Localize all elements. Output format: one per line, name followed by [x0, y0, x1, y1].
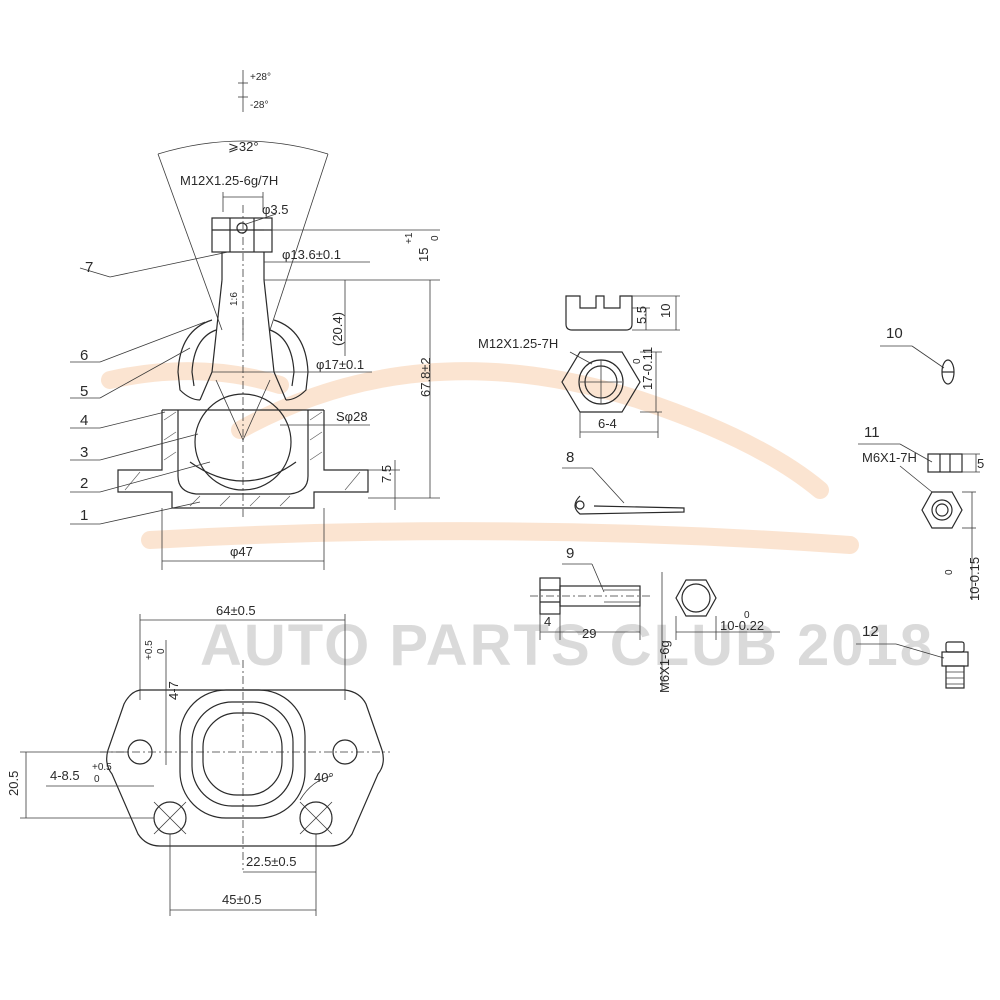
m6-nut-thread: M6X1-7H	[862, 450, 917, 465]
angle-plus-label: +28°	[250, 72, 271, 83]
callout-11: 11	[864, 424, 880, 441]
holes-4-7-tol-up: +0.5	[144, 640, 155, 660]
dim-15-tol-dn: 0	[430, 235, 441, 241]
bolt-hex-tol: 0	[744, 610, 750, 621]
m6-nut-detail: 11 5 M6X1-7H 10-0.15 0	[858, 424, 984, 601]
hole-label: φ3.5	[262, 202, 289, 217]
angle-minus-label: -28°	[250, 100, 268, 111]
nut-height-10: 10	[658, 304, 673, 318]
callout-4: 4	[80, 412, 88, 429]
watermark: AUTO PARTS CLUB 2018	[101, 362, 934, 678]
cotter-pin-detail: 8	[562, 449, 685, 515]
bolt-detail: 9 4 29 M6X1-6g 10-0.22 0	[530, 545, 780, 693]
flange-width-64: 64±0.5	[216, 603, 256, 618]
holes-4-8-5-label: 4-8.5	[50, 768, 80, 783]
dim-15-label: 15	[416, 248, 431, 262]
cone-angle-label: ⩾32°	[228, 139, 259, 154]
dim-15-tol-up: +1	[404, 232, 415, 244]
bolt-thread-label: M6X1-6g	[657, 640, 672, 693]
diameter-13-6-label: φ13.6±0.1	[282, 247, 341, 262]
flange-top-view: 64±0.5 4-7 +0.5 0 20.5 4-8.5 +0.5 0	[6, 603, 390, 916]
dim-7-5-label: 7.5	[379, 465, 394, 483]
diameter-17-label: φ17±0.1	[316, 357, 364, 372]
callout-2: 2	[80, 475, 88, 492]
nut-width-17-tol: 0	[632, 358, 643, 364]
nut-width-6-4: 6-4	[598, 416, 617, 431]
stud-thread-label: M12X1.25-6g/7H	[180, 173, 278, 188]
bolt-hex-label: 10-0.22	[720, 618, 764, 633]
dim-45-label: 45±0.5	[222, 892, 262, 907]
nut-height-5-5: 5.5	[634, 306, 649, 324]
callout-1: 1	[80, 507, 88, 524]
diameter-47-label: φ47	[230, 544, 253, 559]
watermark-text: AUTO PARTS CLUB 2018	[200, 613, 934, 678]
holes-4-8-5-tol-dn: 0	[94, 774, 100, 785]
nut-width-17: 17-0.11	[640, 347, 655, 390]
callout-9: 9	[566, 545, 574, 562]
callout-6: 6	[80, 347, 88, 364]
m6-nut-width-tol: 0	[944, 569, 955, 575]
angle-40-label: 40°	[314, 770, 334, 785]
grease-fitting-detail: 12	[856, 623, 969, 689]
callout-12: 12	[862, 623, 879, 640]
sphere-28-label: Sφ28	[336, 409, 368, 424]
callout-8: 8	[566, 449, 574, 466]
dim-22-5-label: 22.5±0.5	[246, 854, 297, 869]
bolt-length-29: 29	[582, 626, 596, 641]
bolt-head-4: 4	[544, 614, 551, 629]
m6-nut-height: 5	[977, 456, 984, 471]
taper-label: 1:6	[229, 292, 240, 306]
callout-10: 10	[886, 325, 903, 342]
section-view: +28° -28° ⩾32° M12X1.25-6g/7H φ3.5 1:6 φ…	[70, 70, 441, 570]
callout-3: 3	[80, 444, 88, 461]
holes-4-7-label: 4-7	[166, 681, 181, 700]
m6-nut-width: 10-0.15	[967, 557, 982, 601]
holes-4-7-tol-dn: 0	[156, 648, 167, 654]
dim-20-4-label: (20.4)	[330, 312, 345, 346]
flange-height-20-5: 20.5	[6, 771, 21, 796]
callout-5: 5	[80, 383, 88, 400]
section-callouts: 7 6 5 4 3 2 1	[70, 251, 229, 525]
castle-nut-detail: 10 5.5 M12X1.25-7H 17-0.11 0 6-4	[478, 295, 680, 438]
callout-7: 7	[85, 259, 93, 276]
washer-detail: 10	[880, 325, 955, 385]
nut-thread-label: M12X1.25-7H	[478, 336, 558, 351]
height-67-8-label: 67.8±2	[418, 357, 433, 397]
holes-4-8-5-tol-up: +0.5	[92, 762, 112, 773]
